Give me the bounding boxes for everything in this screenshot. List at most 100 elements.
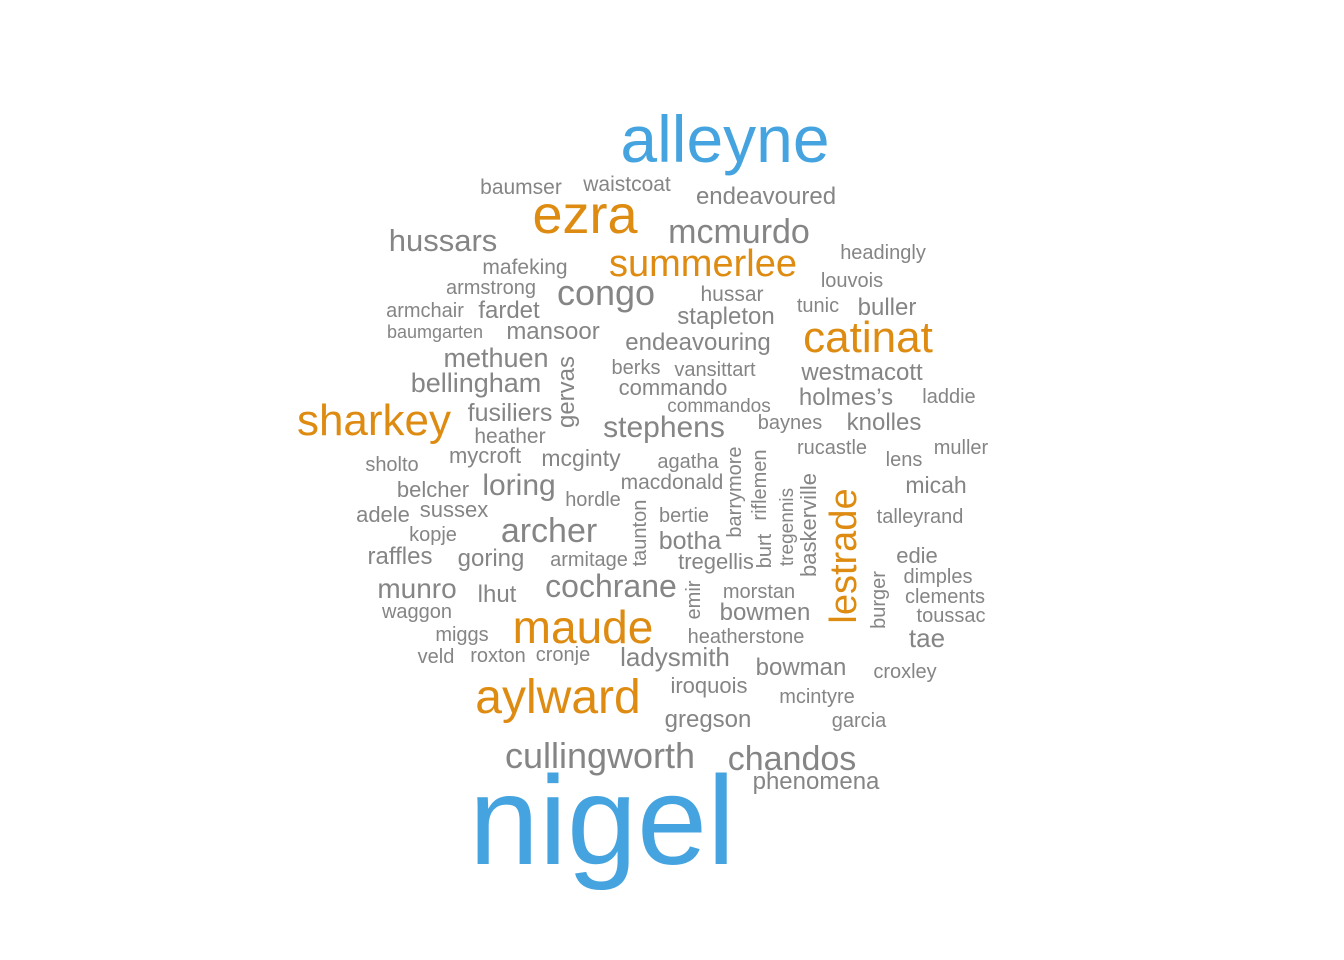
word-mycroft: mycroft bbox=[449, 443, 521, 468]
word-baumgarten: baumgarten bbox=[387, 322, 483, 342]
word-macdonald: macdonald bbox=[621, 471, 724, 494]
word-bellingham: bellingham bbox=[411, 368, 542, 398]
word-hussars: hussars bbox=[389, 223, 498, 258]
word-chandos: chandos bbox=[728, 740, 857, 778]
word-muller: muller bbox=[934, 437, 989, 459]
word-goring: goring bbox=[458, 545, 525, 572]
word-summerlee: summerlee bbox=[609, 243, 797, 285]
word-lestrade: lestrade bbox=[823, 488, 865, 623]
word-cullingworth: cullingworth bbox=[505, 735, 695, 776]
word-kopje: kopje bbox=[409, 524, 457, 546]
word-lhut: lhut bbox=[478, 581, 517, 608]
word-cochrane: cochrane bbox=[545, 568, 677, 604]
word-methuen: methuen bbox=[443, 343, 548, 373]
word-gregson: gregson bbox=[665, 706, 752, 733]
word-fardet: fardet bbox=[478, 297, 540, 324]
word-armitage: armitage bbox=[550, 549, 628, 571]
word-phenomena: phenomena bbox=[753, 768, 880, 795]
word-commando: commando bbox=[619, 375, 728, 400]
word-mcginty: mcginty bbox=[541, 445, 621, 471]
word-fusiliers: fusiliers bbox=[468, 399, 553, 427]
word-loring: loring bbox=[482, 469, 555, 502]
word-barrymore: barrymore bbox=[724, 446, 746, 537]
word-waggon: waggon bbox=[381, 601, 452, 623]
word-sholto: sholto bbox=[365, 454, 418, 476]
word-sussex: sussex bbox=[420, 497, 488, 522]
word-tregennis: tregennis bbox=[777, 488, 798, 566]
word-toussac: toussac bbox=[917, 605, 986, 627]
word-bertie: bertie bbox=[659, 505, 709, 527]
word-mcintyre: mcintyre bbox=[779, 686, 855, 708]
word-gervas: gervas bbox=[553, 356, 580, 428]
word-belcher: belcher bbox=[397, 477, 469, 502]
word-talleyrand: talleyrand bbox=[877, 506, 964, 528]
word-baumser: baumser bbox=[480, 176, 562, 199]
word-iroquois: iroquois bbox=[670, 673, 747, 698]
word-heatherstone: heatherstone bbox=[688, 626, 805, 648]
word-mansoor: mansoor bbox=[506, 318, 599, 345]
word-botha: botha bbox=[659, 527, 722, 555]
word-endeavouring: endeavouring bbox=[625, 329, 770, 356]
word-adele: adele bbox=[356, 502, 410, 527]
word-dimples: dimples bbox=[904, 566, 973, 588]
word-armstrong: armstrong bbox=[446, 277, 536, 299]
word-clements: clements bbox=[905, 586, 985, 608]
word-croxley: croxley bbox=[873, 661, 936, 683]
word-berks: berks bbox=[612, 357, 661, 379]
word-sharkey: sharkey bbox=[297, 396, 451, 445]
word-munro: munro bbox=[377, 573, 456, 604]
word-congo: congo bbox=[557, 272, 655, 313]
word-endeavoured: endeavoured bbox=[696, 183, 836, 210]
word-knolles: knolles bbox=[847, 409, 922, 436]
word-hussar: hussar bbox=[700, 283, 763, 306]
word-hordle: hordle bbox=[565, 489, 621, 511]
word-bowmen: bowmen bbox=[720, 599, 811, 626]
word-rucastle: rucastle bbox=[797, 437, 867, 459]
word-catinat: catinat bbox=[803, 313, 933, 362]
word-lens: lens bbox=[886, 449, 923, 471]
word-vansittart: vansittart bbox=[674, 359, 756, 381]
word-riflemen: riflemen bbox=[749, 449, 771, 520]
word-cronje: cronje bbox=[536, 644, 590, 666]
word-baynes: baynes bbox=[758, 412, 823, 434]
word-garcia: garcia bbox=[832, 710, 887, 732]
word-raffles: raffles bbox=[368, 543, 433, 570]
word-louvois: louvois bbox=[821, 270, 883, 292]
word-waistcoat: waistcoat bbox=[582, 173, 671, 196]
word-alleyne: alleyne bbox=[620, 102, 829, 176]
word-maude: maude bbox=[513, 601, 654, 653]
word-headingly: headingly bbox=[840, 242, 926, 264]
word-burger: burger bbox=[868, 571, 890, 629]
word-commandos: commandos bbox=[667, 396, 771, 417]
word-stapleton: stapleton bbox=[677, 303, 774, 330]
word-tregellis: tregellis bbox=[678, 549, 754, 574]
word-aylward: aylward bbox=[475, 671, 640, 724]
word-stephens: stephens bbox=[603, 411, 725, 444]
word-tae: tae bbox=[909, 623, 945, 653]
word-burt: burt bbox=[754, 533, 776, 568]
word-ladysmith: ladysmith bbox=[620, 642, 730, 672]
word-buller: buller bbox=[858, 294, 917, 321]
word-agatha: agatha bbox=[657, 451, 719, 473]
word-edie: edie bbox=[896, 543, 938, 568]
word-mcmurdo: mcmurdo bbox=[668, 213, 810, 251]
word-holmes-s: holmes’s bbox=[799, 384, 893, 411]
word-ezra: ezra bbox=[532, 185, 638, 245]
word-roxton: roxton bbox=[470, 645, 526, 667]
word-armchair: armchair bbox=[386, 300, 464, 322]
word-westmacott: westmacott bbox=[800, 359, 923, 386]
word-taunton: taunton bbox=[629, 500, 651, 567]
word-tunic: tunic bbox=[797, 295, 839, 317]
word-mafeking: mafeking bbox=[482, 256, 567, 279]
word-archer: archer bbox=[501, 512, 597, 550]
word-emir: emir bbox=[683, 580, 705, 619]
word-heather: heather bbox=[474, 425, 545, 448]
word-laddie: laddie bbox=[922, 386, 975, 408]
word-morstan: morstan bbox=[723, 581, 795, 603]
word-nigel: nigel bbox=[469, 750, 735, 891]
word-miggs: miggs bbox=[435, 624, 488, 646]
word-baskerville: baskerville bbox=[796, 473, 821, 577]
word-micah: micah bbox=[905, 472, 966, 498]
word-veld: veld bbox=[418, 646, 455, 668]
